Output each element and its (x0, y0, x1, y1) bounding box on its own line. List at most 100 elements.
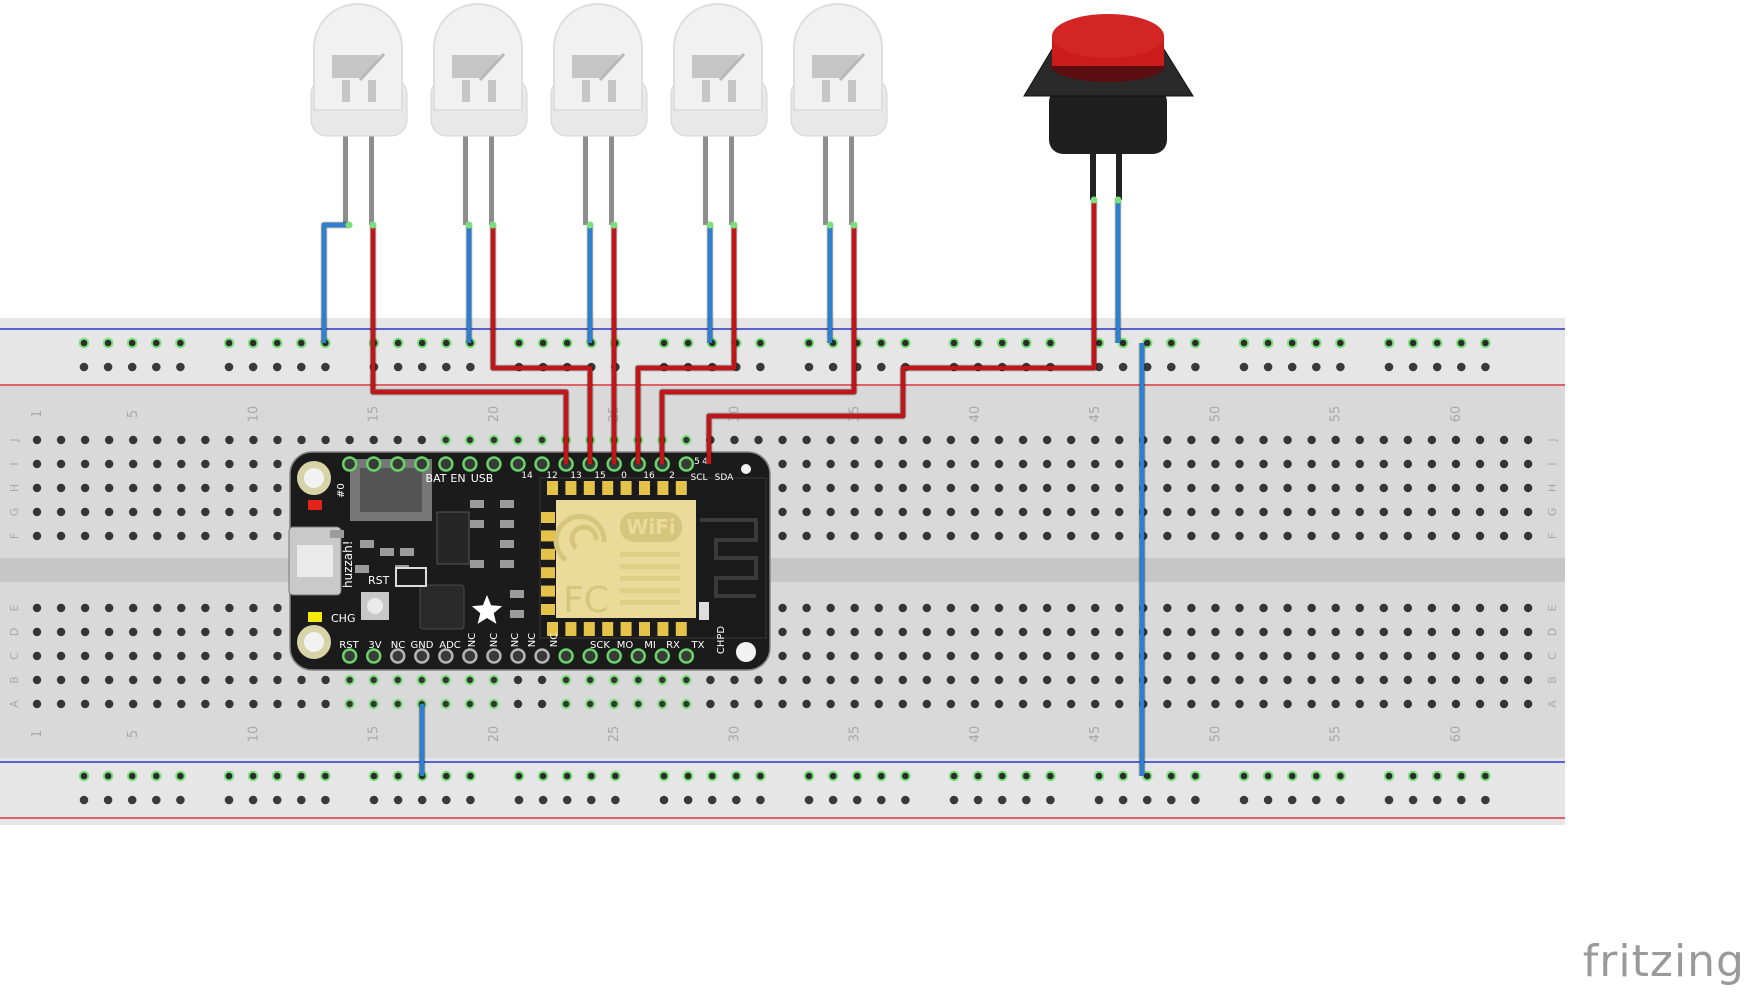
breadboard-hole (1091, 603, 1100, 613)
rail-hole (1262, 770, 1274, 782)
header-pin (606, 648, 622, 664)
rail-hole (1312, 795, 1321, 805)
rail-hole (392, 337, 404, 349)
adafruit-star-icon (471, 595, 503, 624)
breadboard-hole (32, 483, 42, 493)
breadboard-hole (657, 674, 668, 686)
rail-hole (1190, 770, 1201, 782)
rail-hole (271, 337, 283, 349)
rail-hole (1262, 337, 1274, 349)
breadboard-hole (994, 675, 1004, 685)
breadboard-hole (802, 483, 811, 493)
breadboard-hole (1427, 675, 1437, 685)
breadboard-hole (1115, 627, 1124, 637)
breadboard-hole (994, 483, 1004, 493)
column-number: 10 (246, 406, 261, 423)
breadboard-hole (681, 674, 692, 686)
breadboard-hole (201, 699, 210, 709)
rail-hole (1142, 795, 1152, 805)
breadboard-hole (1042, 507, 1052, 517)
breadboard-hole (153, 627, 162, 637)
breadboard-hole (56, 699, 66, 709)
rail-hole (1457, 362, 1466, 372)
breadboard-hole (80, 459, 90, 469)
breadboard-hole (1403, 699, 1413, 709)
button-body (1049, 88, 1167, 154)
rail-hole (513, 337, 525, 349)
pin-label-bottom: MO (617, 640, 634, 651)
led-leg (729, 130, 734, 225)
breadboard-hole (778, 459, 787, 469)
breadboard-hole (1523, 603, 1533, 613)
breadboard-hole (1475, 603, 1485, 613)
breadboard-hole (1331, 627, 1340, 637)
breadboard-hole (536, 434, 548, 446)
rail-hole (127, 795, 137, 805)
rail-hole (442, 362, 451, 372)
esp-text-line (620, 588, 680, 593)
breadboard-hole (802, 627, 811, 637)
breadboard-hole (1211, 435, 1220, 445)
breadboard-hole (129, 627, 138, 637)
breadboard-hole (537, 675, 547, 685)
breadboard-hole (874, 531, 883, 541)
breadboard-hole (80, 531, 90, 541)
breadboard-hole (32, 627, 42, 637)
led-post (728, 80, 736, 102)
breadboard-hole (850, 675, 859, 685)
header-pin (414, 648, 430, 664)
breadboard-hole (946, 603, 956, 613)
breadboard-hole (273, 459, 282, 469)
breadboard-hole (778, 531, 787, 541)
rail-hole (152, 795, 161, 805)
breadboard-hole (1091, 459, 1100, 469)
rail-hole (79, 795, 89, 805)
breadboard-hole (129, 675, 138, 685)
rail-hole (537, 337, 549, 349)
mount-hole (741, 464, 751, 474)
led-2 (430, 3, 528, 225)
smd-component (400, 548, 414, 556)
column-number: 40 (968, 406, 983, 423)
breadboard-hole (1187, 483, 1196, 493)
rail-hole (175, 337, 186, 349)
fc-mark-icon: FC (563, 580, 609, 621)
breadboard-hole (177, 699, 186, 709)
breadboard-hole (946, 483, 956, 493)
breadboard-hole (1307, 675, 1316, 685)
rail-hole (176, 362, 185, 372)
breadboard-hole (1379, 651, 1389, 661)
breadboard-hole (32, 507, 42, 517)
breadboard-hole (826, 507, 835, 517)
pin-label-bottom: NC (391, 640, 405, 651)
rail-hole (1335, 337, 1346, 349)
wire (659, 225, 857, 464)
row-letter: B (8, 676, 21, 684)
rail-hole (803, 337, 815, 349)
breadboard-hole (1355, 627, 1364, 637)
breadboard-hole (850, 603, 859, 613)
smd-component (510, 610, 524, 618)
breadboard-hole (1451, 651, 1461, 661)
rail-hole (1383, 770, 1395, 782)
rail-hole (1045, 337, 1056, 349)
breadboard-hole (970, 459, 980, 469)
wire-end (1114, 196, 1122, 204)
breadboard-hole (778, 603, 787, 613)
rail-hole (949, 795, 959, 805)
wire (706, 200, 1097, 464)
breadboard-hole (201, 507, 210, 517)
breadboard-hole (225, 531, 234, 541)
led-4 (670, 3, 768, 225)
pin-label-bottom: 3V (368, 640, 381, 651)
breadboard-hole (321, 699, 330, 709)
breadboard-hole (1066, 435, 1076, 445)
header-pin (341, 456, 358, 472)
rail-hole (732, 795, 741, 805)
breadboard-hole (1235, 531, 1244, 541)
breadboard-hole (850, 699, 859, 709)
breadboard-hole (56, 507, 66, 517)
pin-label-top: 5 (694, 457, 700, 467)
breadboard-hole (1283, 627, 1292, 637)
breadboard-hole (225, 435, 234, 445)
